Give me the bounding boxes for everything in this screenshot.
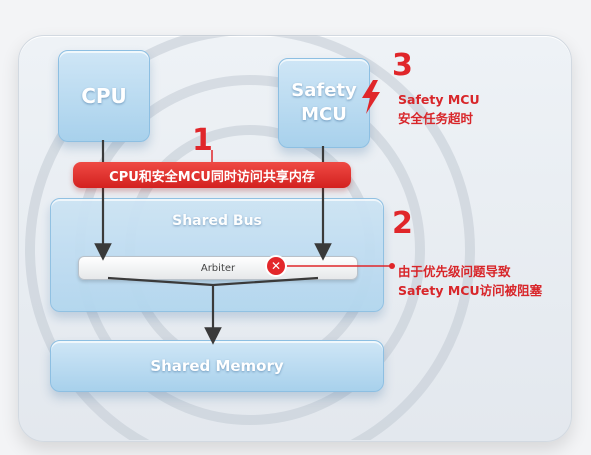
timeout-note: Safety MCU 安全任务超时 [398,90,480,128]
lightning-bolt-icon [362,80,380,114]
blocked-callout-dot [389,263,395,269]
callout-number-1: 1 [192,123,213,158]
timeout-note-line1: Safety MCU [398,92,480,107]
blocked-note-line2: Safety MCU访问被阻塞 [398,283,543,298]
concurrent-access-text: CPU和安全MCU同时访问共享内存 [109,169,315,185]
callout-number-3: 3 [392,48,413,83]
blocked-note: 由于优先级问题导致 Safety MCU访问被阻塞 [398,262,542,300]
shared-bus-label: Shared Bus [172,213,262,229]
concurrent-access-banner: CPU和安全MCU同时访问共享内存 [73,162,351,188]
safety-mcu-label-line2: MCU [301,104,347,125]
callout-number-2: 2 [392,206,413,241]
shared-memory-label: Shared Memory [150,357,284,375]
x-circle-icon: ✕ [267,257,285,275]
safety-mcu-label-line1: Safety [291,80,357,101]
timeout-note-line2: 安全任务超时 [398,111,474,126]
cpu-label: CPU [81,84,127,108]
arbiter-label: Arbiter [200,262,236,274]
shared-memory-block: Shared Memory [50,340,384,392]
blocked-note-line1: 由于优先级问题导致 [398,264,511,279]
arbiter-merge-lines [107,276,319,287]
arbiter-block: Arbiter [78,256,358,280]
